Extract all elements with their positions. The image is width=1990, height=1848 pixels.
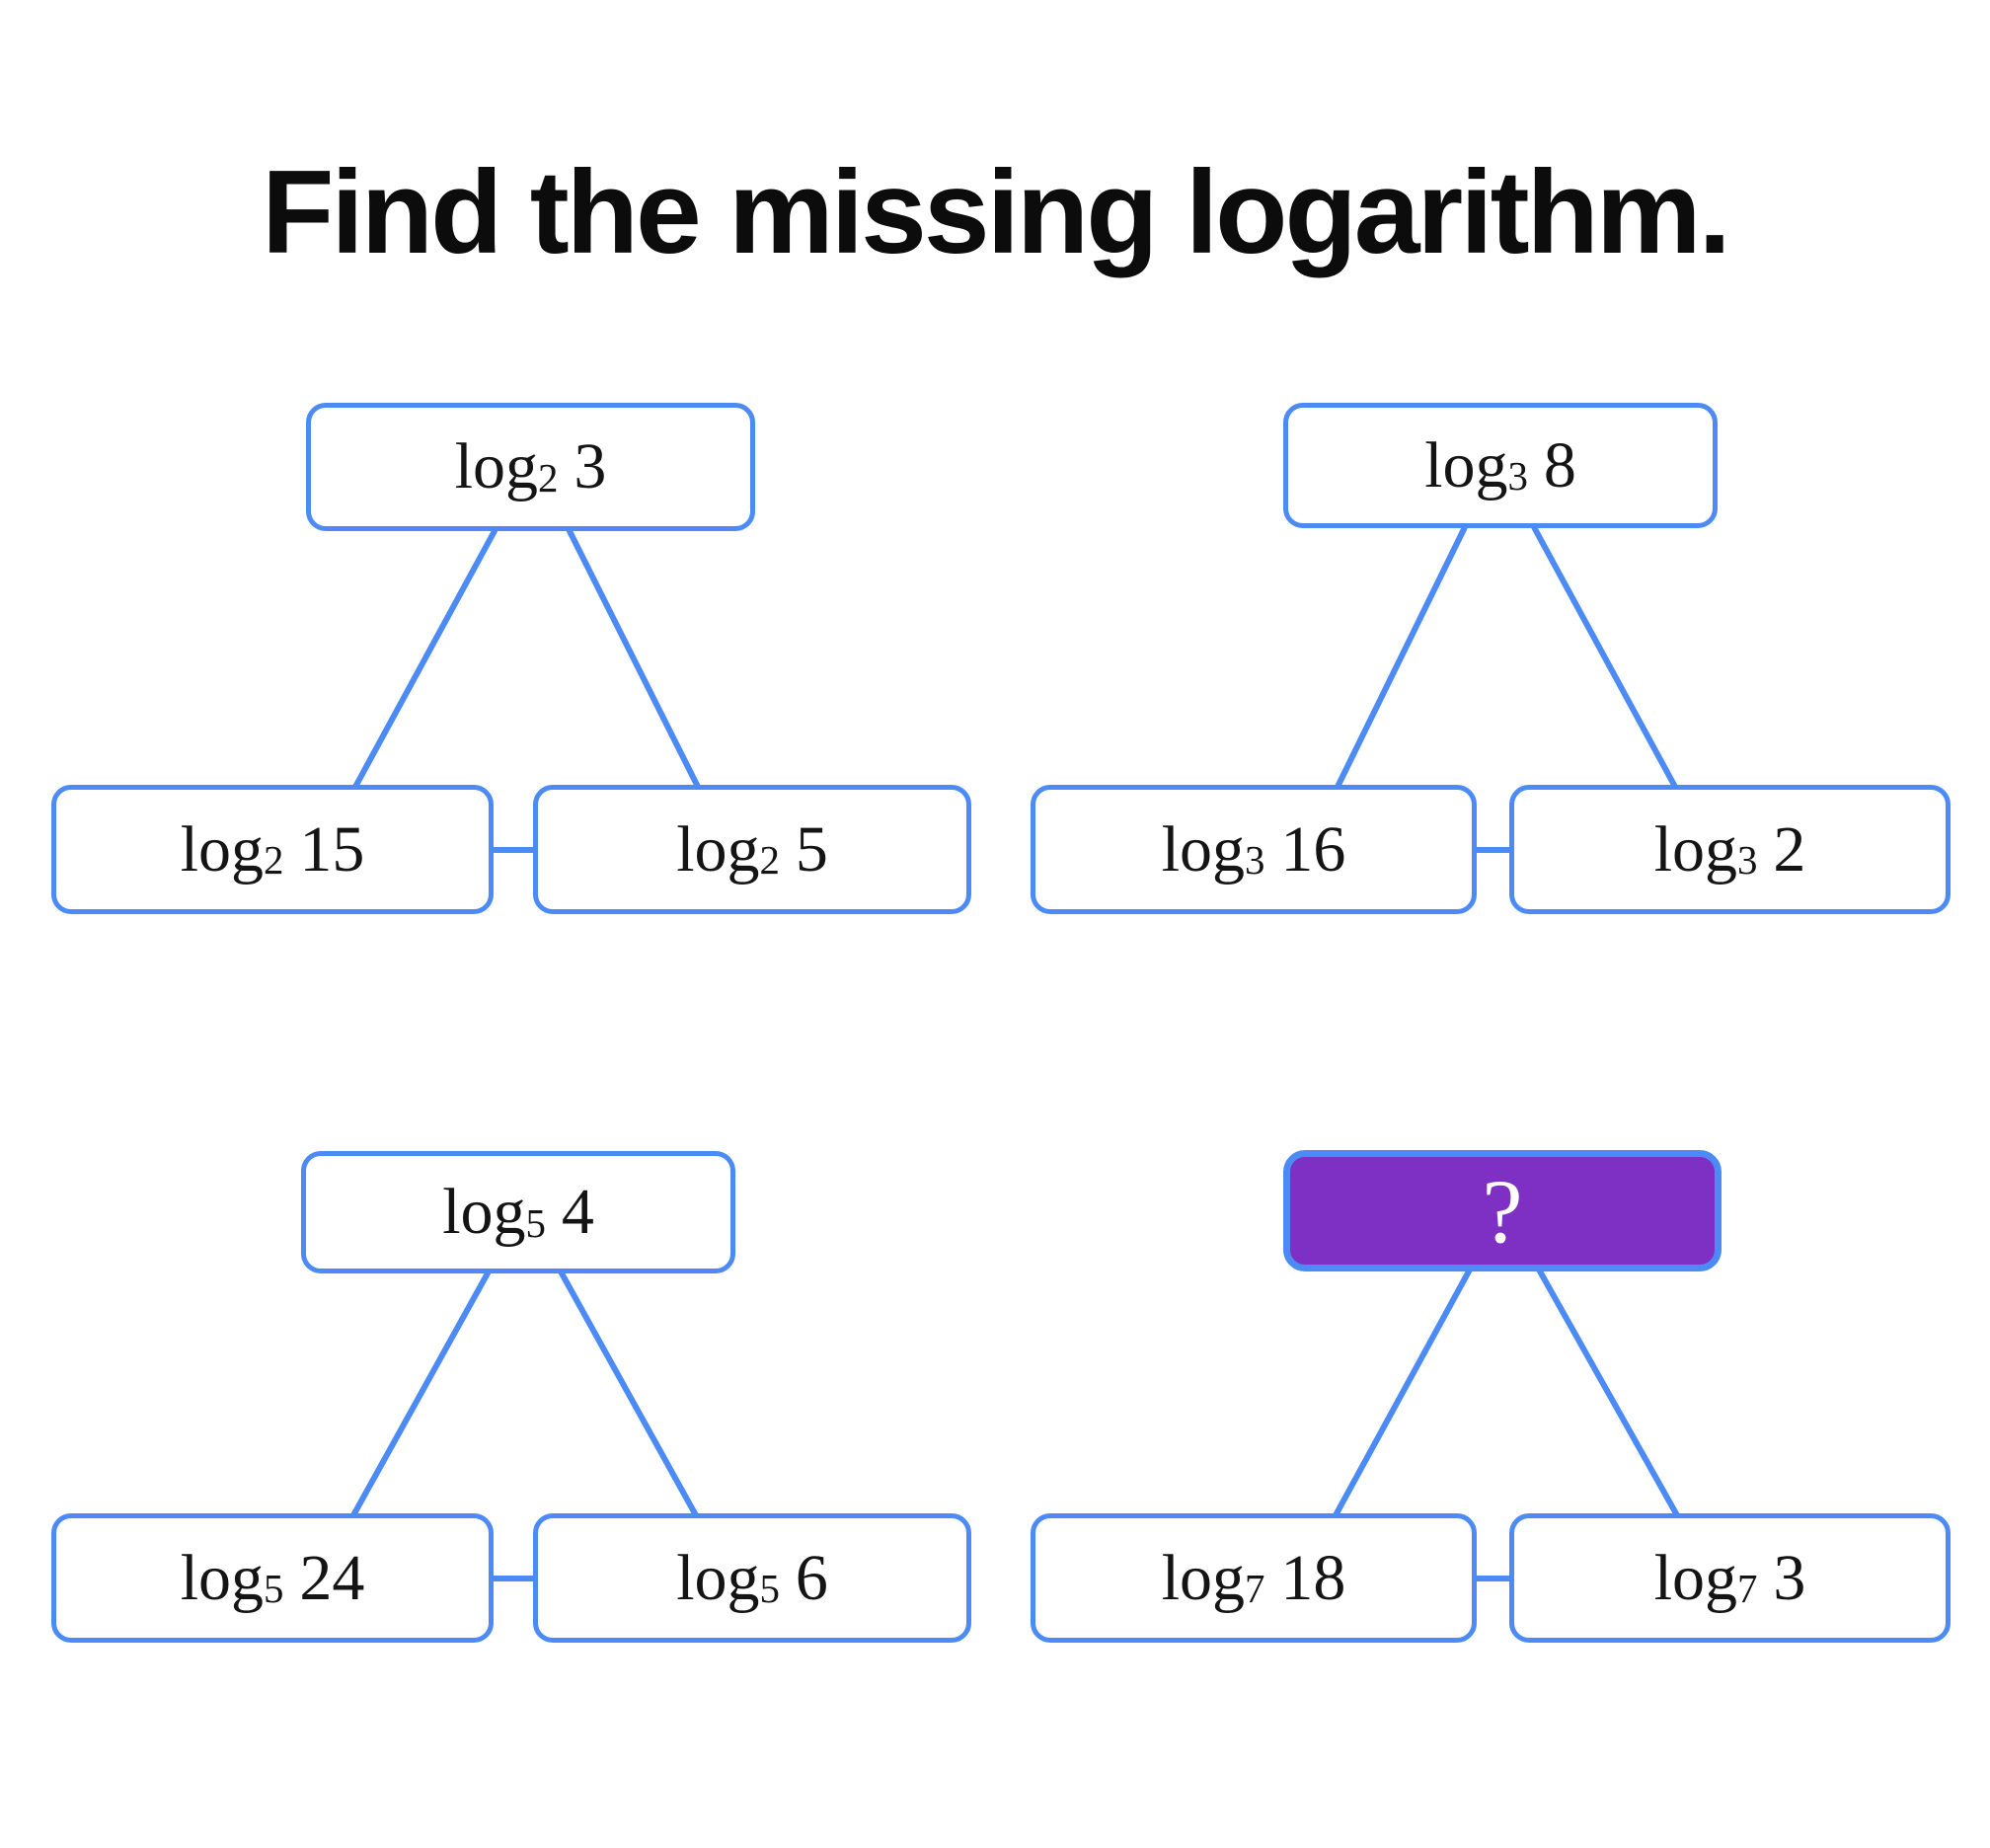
log-argument: 4 xyxy=(561,1176,594,1248)
log-prefix: log xyxy=(1424,428,1508,501)
log-prefix: log xyxy=(676,1541,760,1614)
log-argument: 6 xyxy=(795,1541,828,1614)
log-base-subscript: 3 xyxy=(1737,838,1758,884)
edge-log3-right xyxy=(1531,525,1678,789)
page-title: Find the missing logarithm. xyxy=(262,146,1731,278)
log-argument: 24 xyxy=(299,1541,365,1614)
log-prefix: log xyxy=(454,430,539,502)
log-base-subscript: 2 xyxy=(759,838,780,884)
log-prefix: log xyxy=(1161,812,1246,886)
missing-answer-box[interactable]: ? xyxy=(1283,1150,1722,1271)
log-prefix: log xyxy=(1653,1541,1738,1614)
edge-log3-left xyxy=(1335,525,1468,789)
log-base-subscript: 7 xyxy=(1737,1567,1758,1612)
edge-log7-left xyxy=(1333,1268,1473,1517)
log-prefix: log xyxy=(1653,812,1738,886)
log-argument: 5 xyxy=(795,812,828,886)
log-argument: 16 xyxy=(1280,812,1346,886)
edge-log5-left xyxy=(350,1270,492,1517)
edge-log7-right xyxy=(1536,1268,1680,1517)
log-prefix: log xyxy=(442,1176,526,1248)
log-base-subscript: 5 xyxy=(525,1200,546,1246)
log-prefix: log xyxy=(180,812,265,886)
log-argument: 8 xyxy=(1543,428,1576,501)
log-base-subscript: 5 xyxy=(264,1567,284,1612)
log-base-subscript: 3 xyxy=(1507,454,1528,500)
edge-log2-left xyxy=(352,527,498,789)
question-mark: ? xyxy=(1482,1160,1523,1262)
log-argument: 15 xyxy=(299,812,365,886)
log-argument: 2 xyxy=(1773,812,1806,886)
log-prefix: log xyxy=(676,812,760,886)
log-base-subscript: 2 xyxy=(264,838,284,884)
log-prefix: log xyxy=(1161,1541,1246,1614)
log-base-subscript: 5 xyxy=(759,1567,780,1612)
log-base-subscript: 3 xyxy=(1245,838,1265,884)
edge-log2-right xyxy=(566,527,701,789)
log-prefix: log xyxy=(180,1541,265,1614)
log-base-subscript: 7 xyxy=(1245,1567,1265,1612)
log-argument: 3 xyxy=(1773,1541,1806,1614)
log-base-subscript: 2 xyxy=(538,455,559,500)
log-argument: 18 xyxy=(1280,1541,1346,1614)
edge-log5-right xyxy=(558,1270,699,1517)
log-argument: 3 xyxy=(574,430,607,502)
